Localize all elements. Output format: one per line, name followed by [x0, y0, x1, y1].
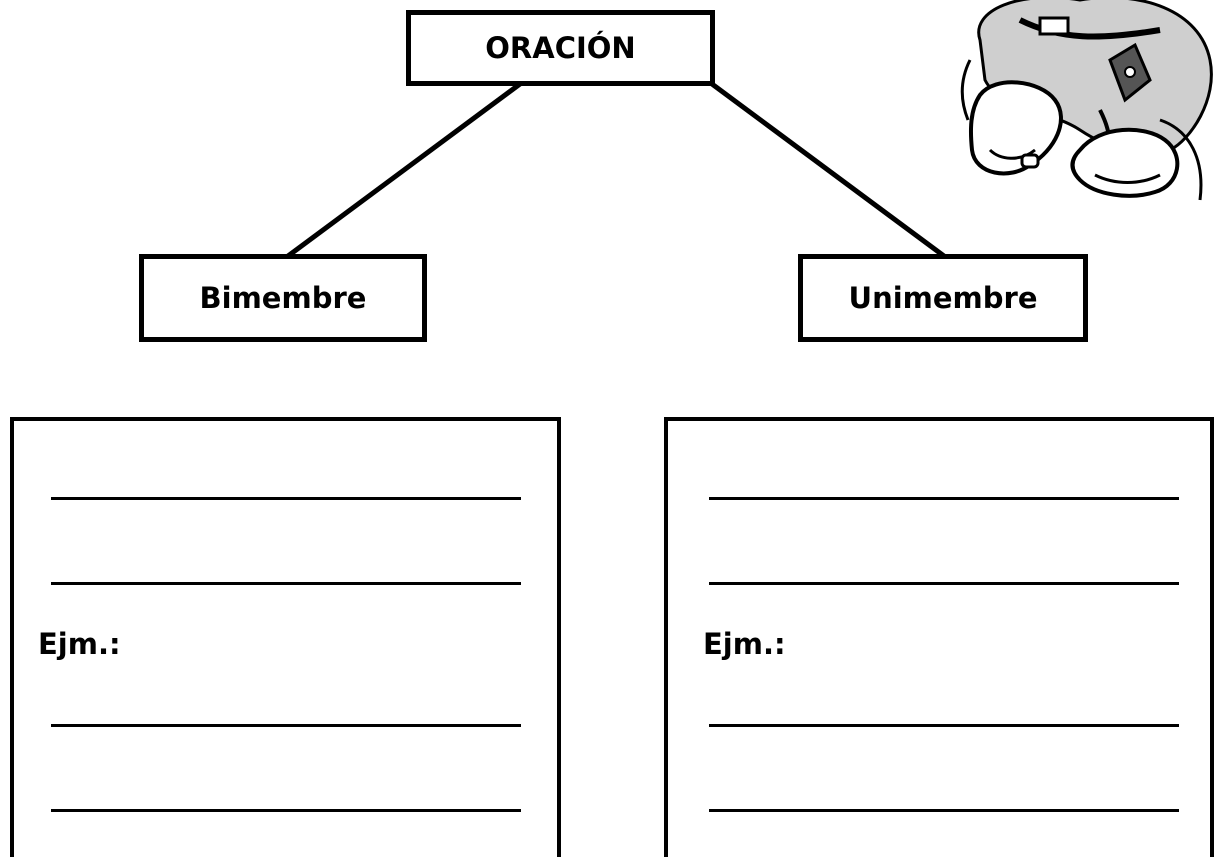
write-line[interactable]: [51, 724, 521, 727]
answer-panel-unimembre: Ejm.:: [664, 417, 1214, 857]
write-line[interactable]: [709, 809, 1179, 812]
answer-panel-bimembre: Ejm.:: [10, 417, 561, 857]
write-line[interactable]: [51, 582, 521, 585]
child-node-bimembre: Bimembre: [139, 254, 427, 342]
example-label: Ejm.:: [38, 627, 121, 661]
child-node-unimembre: Unimembre: [798, 254, 1088, 342]
root-node-box: ORACIÓN: [406, 10, 715, 86]
write-line[interactable]: [51, 497, 521, 500]
connector-left: [286, 81, 522, 259]
write-line[interactable]: [709, 724, 1179, 727]
write-line[interactable]: [709, 582, 1179, 585]
child-node-label-unimembre: Unimembre: [848, 281, 1038, 315]
write-line[interactable]: [51, 809, 521, 812]
cartoon-mascot-icon: [960, 0, 1214, 212]
child-node-label-bimembre: Bimembre: [199, 281, 367, 315]
example-label: Ejm.:: [703, 627, 786, 661]
write-line[interactable]: [709, 497, 1179, 500]
root-node-label: ORACIÓN: [485, 31, 636, 65]
connector-right: [710, 81, 946, 259]
